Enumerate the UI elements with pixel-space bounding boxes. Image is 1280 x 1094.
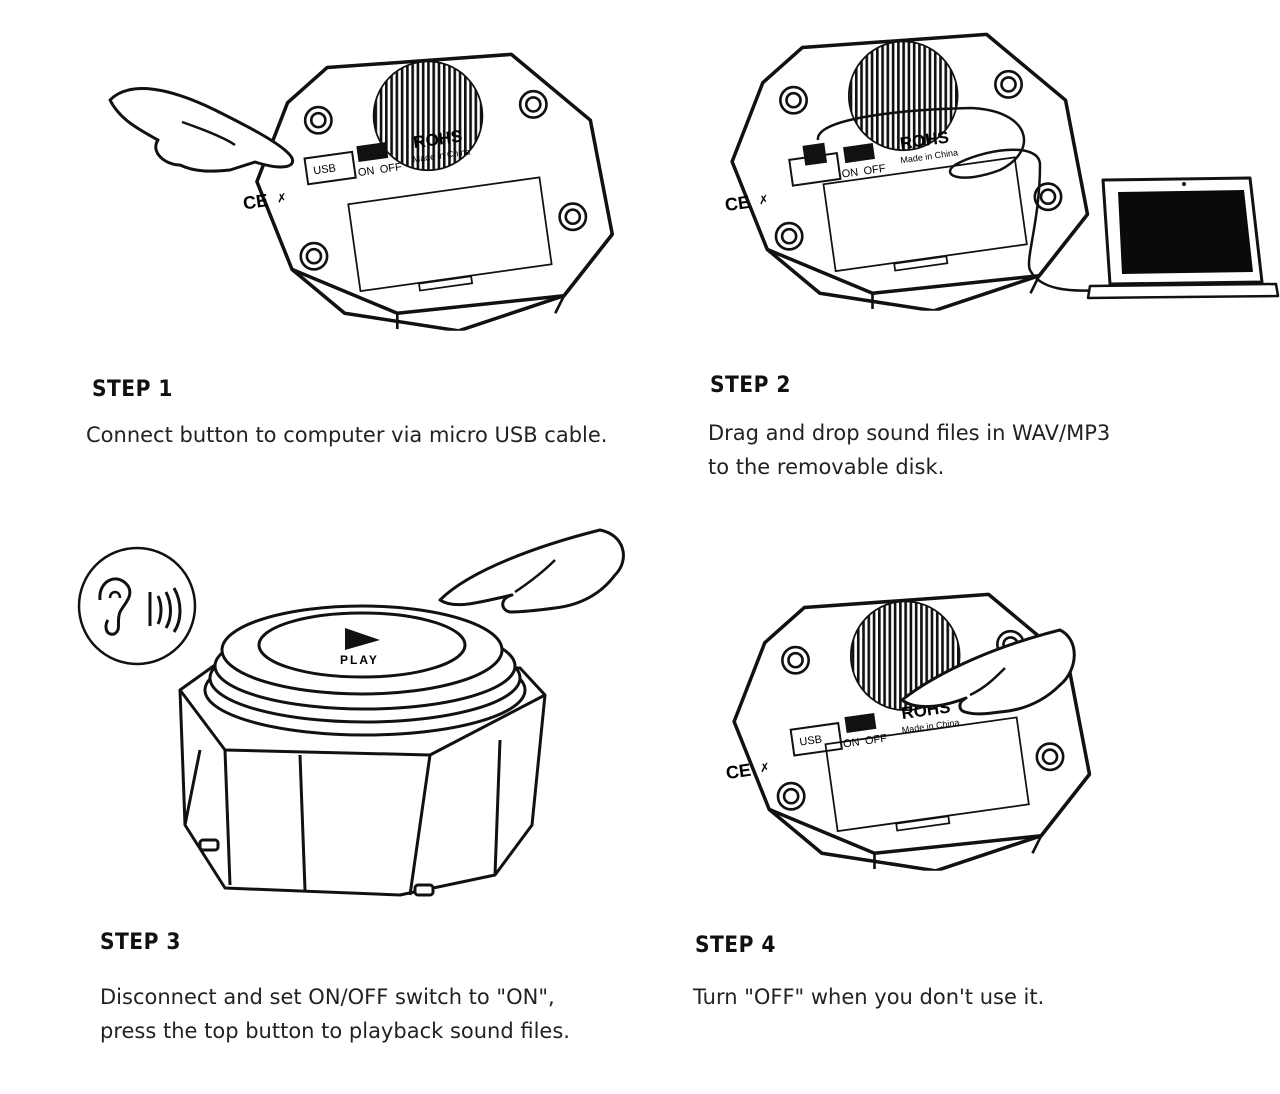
weee-icon: ✗ — [276, 190, 288, 205]
step-1-description: Connect button to computer via micro USB… — [86, 423, 608, 447]
step-3-illustration: PLAY — [77, 528, 625, 897]
svg-text:USB: USB — [313, 162, 337, 177]
svg-text:ON: ON — [842, 736, 860, 750]
step-1-title: STEP 1 — [92, 377, 173, 402]
pointing-hand-icon — [438, 528, 625, 614]
usb-cable — [816, 106, 1101, 292]
weee-icon: ✗ — [759, 760, 771, 775]
play-button-device — [178, 604, 547, 897]
svg-text:PLAY: PLAY — [340, 653, 379, 667]
switch-icon — [844, 712, 877, 733]
svg-text:OFF: OFF — [863, 163, 887, 178]
step-1-illustration: USB ON OFF ROHS Made in China CE ✗ — [108, 0, 660, 360]
switch-icon — [356, 142, 389, 163]
step-3-panel: PLAY STEP 3 Disconnect and set ON/OFF sw… — [0, 500, 660, 1094]
switch-icon — [843, 143, 875, 164]
pointing-hand-icon — [900, 628, 1076, 716]
step-2-title: STEP 2 — [710, 373, 791, 398]
step-3-description: Disconnect and set ON/OFF switch to "ON"… — [100, 985, 570, 1043]
step-3-title: STEP 3 — [100, 930, 181, 955]
step-4-title: STEP 4 — [695, 933, 776, 958]
svg-text:CE: CE — [725, 760, 753, 783]
usb-plug-icon — [802, 142, 828, 166]
step-1-panel: USB ON OFF ROHS Made in China CE ✗ STEP … — [0, 0, 660, 470]
step-2-panel: ON OFF ROHS Made in China CE ✗ STEP 2 Dr… — [640, 0, 1280, 500]
svg-text:USB: USB — [799, 734, 823, 749]
step-4-description: Turn "OFF" when you don't use it. — [693, 985, 1045, 1009]
svg-text:CE: CE — [724, 192, 752, 215]
laptop-icon — [1086, 176, 1280, 300]
step-4-illustration: USB ON OFF ROHS Made in China CE ✗ — [725, 560, 1280, 920]
usb-port-icon — [303, 150, 357, 186]
step-2-illustration: ON OFF ROHS Made in China CE ✗ — [724, 0, 1280, 360]
weee-icon: ✗ — [758, 192, 770, 207]
play-triangle-icon — [345, 628, 380, 650]
svg-text:CE: CE — [242, 190, 270, 213]
step-2-description: Drag and drop sound files in WAV/MP3 to … — [708, 421, 1111, 479]
listen-icon — [77, 546, 197, 666]
step-4-panel: USB ON OFF ROHS Made in China CE ✗ STEP … — [640, 560, 1280, 1094]
svg-text:ON: ON — [357, 165, 375, 179]
usb-port-icon — [789, 721, 843, 757]
svg-text:ON: ON — [841, 166, 859, 180]
svg-text:OFF: OFF — [864, 732, 888, 747]
svg-text:OFF: OFF — [379, 161, 403, 176]
